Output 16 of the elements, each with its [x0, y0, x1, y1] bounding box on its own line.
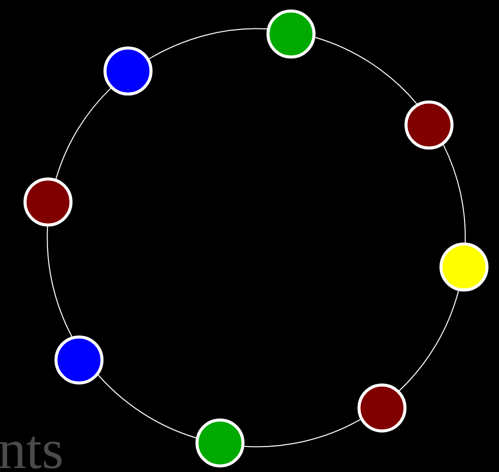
dot-marker [266, 10, 316, 58]
dot-marker [358, 383, 406, 432]
ring-arc [148, 28, 268, 60]
ring-arc [98, 374, 197, 438]
dot-marker [196, 418, 244, 468]
ring-arc [442, 144, 466, 244]
ring-arc [244, 419, 361, 448]
dot-marker [104, 46, 152, 96]
dot-marker [24, 178, 72, 226]
dot-marker [404, 100, 454, 150]
ring-arc [398, 290, 459, 392]
ring-arc [314, 36, 418, 104]
ring-arc [55, 88, 112, 180]
ring-arc [46, 226, 72, 338]
dot-marker [440, 242, 488, 292]
dot-marker [54, 336, 104, 384]
